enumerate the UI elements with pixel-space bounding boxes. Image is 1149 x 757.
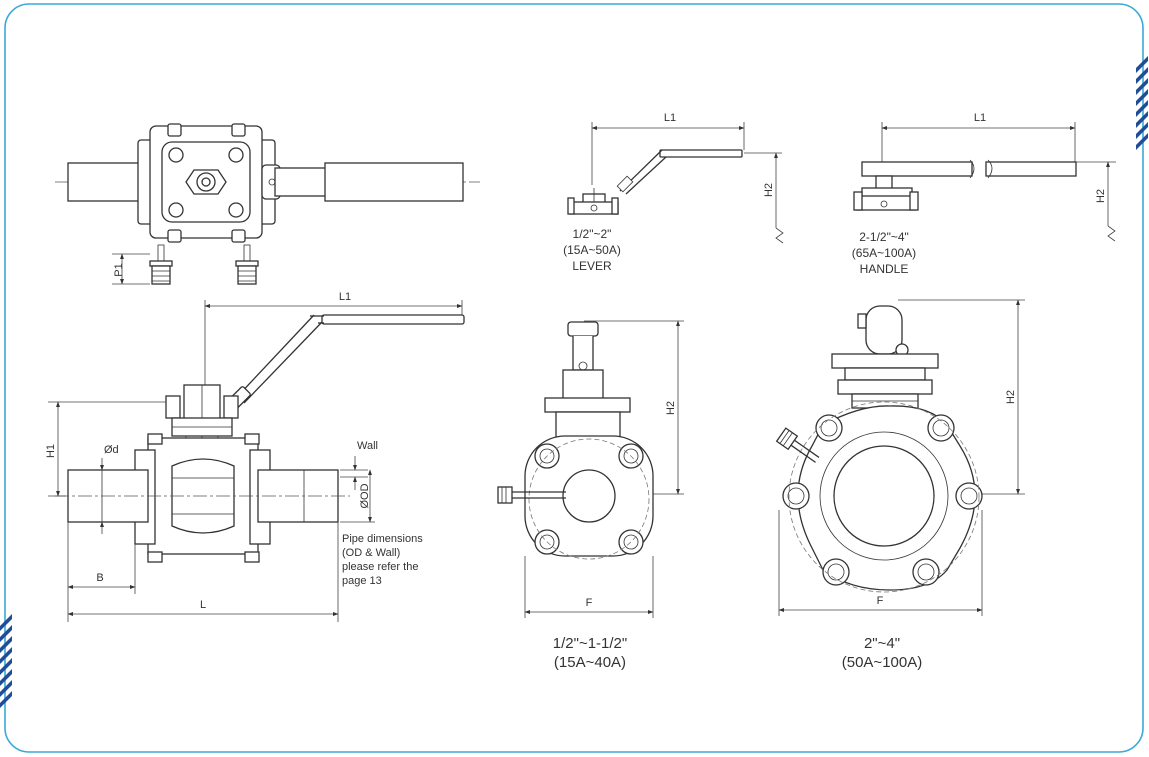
h2-large-label: H2: [1005, 390, 1017, 404]
lever-detail-view: L1 H2 1/2"~2" (15A~50A) LEVER: [563, 112, 784, 273]
h2-small-label: H2: [665, 401, 677, 415]
stripe-mark: [0, 680, 12, 697]
h2-handle-label: H2: [1095, 189, 1107, 203]
p1-label: P1: [113, 263, 125, 276]
stripe-mark: [0, 669, 12, 686]
wall-label: Wall: [357, 440, 378, 452]
h2-lever-label: H2: [763, 183, 775, 197]
lever-size-a: (15A~50A): [563, 243, 621, 257]
front-section-view: L1 H1: [45, 291, 465, 622]
lever-type: LEVER: [572, 259, 612, 273]
stripe-mark: [0, 658, 12, 675]
l1-handle-label: L1: [974, 112, 986, 124]
pipe-note-line-4: page 13: [342, 575, 382, 587]
stripe-mark: [1136, 67, 1148, 84]
handle-type: HANDLE: [860, 262, 909, 276]
handle-size-inch: 2-1/2"~4": [859, 230, 909, 244]
stripe-mark: [0, 691, 12, 708]
stripe-mark: [1136, 122, 1148, 139]
stripe-mark: [1136, 133, 1148, 150]
l-label: L: [200, 599, 206, 611]
l1-bottom-label: L1: [339, 291, 351, 303]
f-small-label: F: [586, 597, 593, 609]
top-view: P1: [55, 123, 480, 285]
handle-detail-view: L1 H2 2-1/2"~4" (65A~100A) HANDLE: [852, 112, 1116, 276]
corner-stripes-top-right: [1136, 56, 1148, 150]
l1-lever-label: L1: [664, 112, 676, 124]
small-size-a: (15A~40A): [554, 654, 626, 671]
stripe-mark: [0, 625, 12, 642]
handle-size-a: (65A~100A): [852, 246, 916, 260]
b-label: B: [96, 572, 103, 584]
stripe-mark: [1136, 89, 1148, 106]
stripe-mark: [1136, 111, 1148, 128]
stripe-mark: [1136, 100, 1148, 117]
pipe-note-line-1: Pipe dimensions: [342, 533, 423, 545]
f-large-label: F: [877, 595, 884, 607]
large-size-inch: 2"~4": [864, 635, 900, 652]
large-end-view: H2: [775, 299, 1025, 671]
h1-label: H1: [45, 444, 57, 458]
stripe-mark: [1136, 56, 1148, 73]
stripe-mark: [0, 614, 12, 631]
stripe-mark: [0, 636, 12, 653]
od-outer-label: ØOD: [359, 483, 371, 508]
stripe-mark: [0, 647, 12, 664]
corner-stripes-bottom-left: [0, 614, 12, 708]
small-size-inch: 1/2"~1-1/2": [553, 635, 627, 652]
lever-size-inch: 1/2"~2": [573, 227, 612, 241]
large-size-a: (50A~100A): [842, 654, 922, 671]
stripe-mark: [1136, 78, 1148, 95]
pipe-note-line-2: (OD & Wall): [342, 547, 400, 559]
small-end-view: H2 F 1/2"~1-1/2" (15A~40A): [497, 320, 684, 671]
od-d-label: Ød: [104, 444, 119, 456]
pipe-note-line-3: please refer the: [342, 561, 418, 573]
